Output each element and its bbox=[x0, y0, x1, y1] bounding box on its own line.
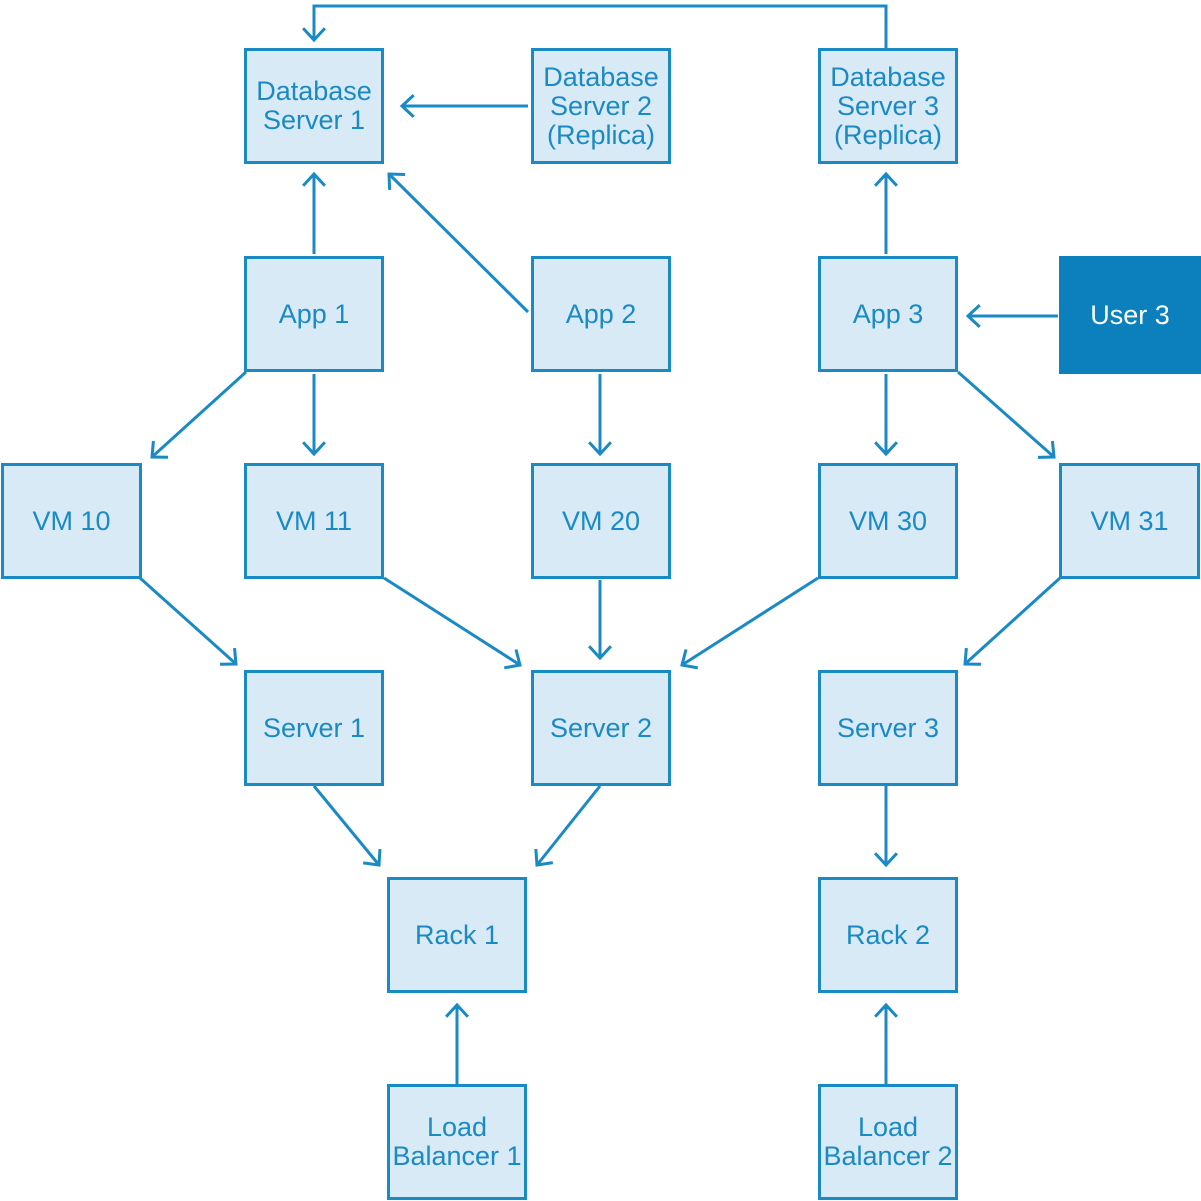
arrowhead bbox=[399, 94, 415, 118]
edge-vm20-to-server2 bbox=[588, 580, 612, 661]
node-database-server-1: Database Server 1 bbox=[244, 48, 384, 164]
node-vm-30: VM 30 bbox=[818, 463, 958, 579]
node-app-2: App 2 bbox=[531, 256, 671, 372]
node-label: User 3 bbox=[1090, 299, 1170, 330]
arrowhead bbox=[680, 649, 699, 670]
edge-app1-to-db1 bbox=[302, 171, 326, 254]
arrowhead bbox=[874, 441, 898, 457]
node-database-server-3-replica: Database Server 3 (Replica) bbox=[818, 48, 958, 164]
arrowhead bbox=[387, 172, 406, 191]
edge-lb1-to-rack1 bbox=[445, 1002, 469, 1084]
edge-app2-to-vm20 bbox=[588, 374, 612, 457]
edge-vm11-to-server2 bbox=[383, 576, 522, 670]
node-vm-31: VM 31 bbox=[1059, 463, 1200, 579]
edge-vm31-to-server3 bbox=[963, 576, 1062, 666]
arrowhead bbox=[302, 441, 326, 457]
node-label: Rack 1 bbox=[414, 919, 500, 950]
node-label: VM 10 bbox=[32, 505, 111, 536]
edge-lb2-to-rack2 bbox=[874, 1002, 898, 1084]
node-label: VM 11 bbox=[275, 505, 353, 536]
node-server-2: Server 2 bbox=[531, 670, 671, 786]
arrowhead bbox=[1037, 440, 1056, 459]
node-label: Server 2 bbox=[549, 712, 653, 743]
node-vm-20: VM 20 bbox=[531, 463, 671, 579]
node-label: App 3 bbox=[852, 298, 924, 329]
arrowhead bbox=[534, 848, 554, 867]
edge-app1-to-vm10 bbox=[150, 370, 248, 459]
edge-db3-to-db1 bbox=[302, 4, 888, 48]
arrowhead bbox=[302, 171, 326, 187]
edge-app2-to-db1 bbox=[387, 172, 530, 314]
node-label: Rack 2 bbox=[845, 919, 931, 950]
node-label: App 1 bbox=[278, 298, 350, 329]
arrowhead bbox=[445, 1002, 469, 1018]
node-label: VM 31 bbox=[1090, 505, 1169, 536]
arrowhead bbox=[874, 171, 898, 187]
node-label: VM 30 bbox=[848, 505, 928, 536]
node-load-balancer-1: Load Balancer 1 bbox=[387, 1084, 527, 1200]
arrowhead bbox=[588, 645, 612, 661]
node-rack-1: Rack 1 bbox=[387, 877, 527, 993]
arrowhead bbox=[874, 1002, 898, 1018]
edge-app3-to-vm31 bbox=[957, 370, 1056, 459]
node-label: VM 20 bbox=[561, 505, 641, 536]
node-database-server-2-replica: Database Server 2 (Replica) bbox=[531, 48, 671, 164]
arrowhead bbox=[874, 852, 898, 868]
node-user-3: User 3 bbox=[1059, 256, 1201, 374]
arrowhead bbox=[503, 649, 522, 670]
edge-server2-to-rack1 bbox=[534, 785, 602, 867]
node-label: Server 1 bbox=[262, 712, 366, 743]
edge-vm10-to-server1 bbox=[138, 576, 238, 666]
edge-server1-to-rack1 bbox=[312, 785, 382, 867]
arrowhead bbox=[963, 647, 982, 666]
node-label: Load Balancer 1 bbox=[392, 1112, 522, 1171]
node-rack-2: Rack 2 bbox=[818, 877, 958, 993]
arrowhead bbox=[965, 304, 981, 328]
node-app-1: App 1 bbox=[244, 256, 384, 372]
node-server-1: Server 1 bbox=[244, 670, 384, 786]
arrowhead bbox=[588, 441, 612, 457]
node-label: Database Server 1 bbox=[256, 76, 372, 135]
node-label: App 2 bbox=[565, 298, 637, 329]
edge-server3-to-rack2 bbox=[874, 786, 898, 868]
node-vm-10: VM 10 bbox=[1, 463, 142, 579]
node-label: Database Server 3 (Replica) bbox=[830, 61, 946, 150]
edge-app1-to-vm11 bbox=[302, 374, 326, 457]
edge-vm30-to-server2 bbox=[680, 576, 819, 670]
edge-app3-to-vm30 bbox=[874, 374, 898, 457]
arrowhead bbox=[302, 27, 326, 43]
node-label: Database Server 2 (Replica) bbox=[543, 61, 659, 150]
node-label: Server 3 bbox=[836, 712, 940, 743]
edge-db2-to-db1 bbox=[399, 94, 528, 118]
edge-user3-to-app3 bbox=[965, 304, 1058, 328]
node-app-3: App 3 bbox=[818, 256, 958, 372]
edge-app3-to-db3 bbox=[874, 171, 898, 254]
node-load-balancer-2: Load Balancer 2 bbox=[818, 1084, 958, 1200]
node-server-3: Server 3 bbox=[818, 670, 958, 786]
node-vm-11: VM 11 bbox=[244, 463, 384, 579]
node-label: Load Balancer 2 bbox=[823, 1112, 953, 1171]
arrowhead bbox=[362, 848, 382, 867]
arrowhead bbox=[150, 440, 169, 459]
arrowhead bbox=[219, 647, 238, 666]
